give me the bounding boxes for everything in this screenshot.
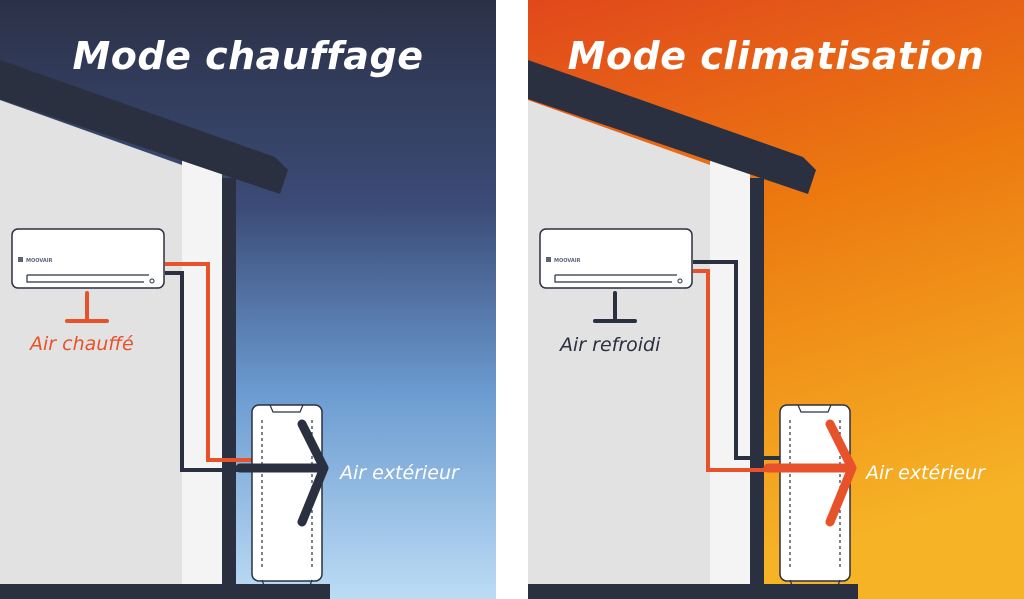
cooling-mode-title: Mode climatisation [567, 34, 985, 78]
house-wall [528, 100, 710, 590]
refrigerant-pipe-cold [693, 260, 818, 460]
outdoor-heat-pump-unit [779, 404, 851, 589]
house-wall-post [750, 178, 764, 590]
brand-logo-icon [18, 257, 23, 262]
heating-mode-title: Mode chauffage [72, 34, 424, 78]
heating-illustration: MOOVAIR [0, 0, 496, 599]
outdoor-air-arrow-icon [235, 419, 329, 527]
refrigerant-pipe-hot [165, 262, 290, 462]
outdoor-air-label-heating: Air extérieur [340, 462, 459, 484]
heating-mode-panel: MOOVAIR Mode chauffage Air chauffé Air e… [0, 0, 496, 599]
ground [0, 584, 330, 599]
cooled-air-label: Air refroidi [560, 334, 661, 356]
outdoor-air-label-cooling: Air extérieur [866, 462, 985, 484]
ground [528, 584, 858, 599]
house-roof [0, 60, 288, 194]
outdoor-air-arrow-icon [763, 419, 857, 527]
indoor-unit-brand: MOOVAIR [554, 258, 581, 264]
brand-logo-icon [546, 257, 551, 262]
house-roof [528, 60, 816, 194]
cooling-illustration: MOOVAIR [528, 0, 1024, 599]
indoor-ac-unit: MOOVAIR [11, 228, 165, 289]
cooled-air-arrow-icon [593, 291, 637, 323]
house-wall-side [710, 160, 750, 590]
house-wall-side [182, 160, 222, 590]
house-wall-post [222, 178, 236, 590]
indoor-ac-unit: MOOVAIR [539, 228, 693, 289]
house-wall [0, 100, 182, 590]
cooling-mode-panel: MOOVAIR Mode climatisation Air refroidi … [528, 0, 1024, 599]
indoor-unit-brand: MOOVAIR [26, 258, 53, 264]
heated-air-label: Air chauffé [30, 333, 134, 355]
refrigerant-pipe-return [693, 269, 818, 472]
heated-air-arrow-icon [65, 291, 109, 323]
